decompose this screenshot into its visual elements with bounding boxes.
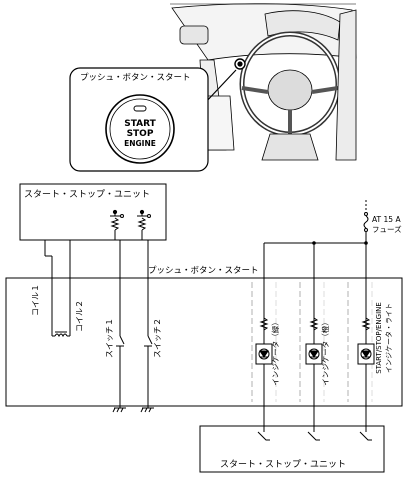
coil2-label: コイル２ [75,300,84,332]
top-unit-label: スタート・ストップ・ユニット [24,189,150,200]
button-text-engine: ENGINE [124,139,156,148]
push-button-start-label: プッシュ・ボタン・スタート [148,266,259,276]
push-button-start-box [5,277,403,407]
bottom-unit-box [199,425,385,473]
separator-lines [251,282,373,402]
ground-icons [112,407,154,413]
callout-leader [203,69,237,105]
start-indicator-label-1: START/STOP/ENGINE [375,302,383,374]
start-stop-button-icon: START STOP ENGINE [105,94,175,164]
indicator-amber-label: インジケータ（橙） [320,318,330,386]
start-indicator-label-2: インジケータ・ライト [384,303,393,373]
switch2-label: スイッチ２ [153,318,162,358]
fuse-symbol [363,200,369,232]
top-unit-supplies [110,209,151,240]
ground-icon-1 [112,407,126,413]
ground-icon-2 [140,407,154,413]
indicator-green-label: インジケータ（緑） [270,318,280,386]
coil1-label: コイル１ [31,284,40,316]
bottom-unit-label: スタート・ストップ・ユニット [220,459,346,470]
button-text-stop: STOP [127,129,154,139]
fuse-label: フューズ [372,224,402,234]
indicator-amber-symbol [305,317,323,365]
button-text-start: START [124,119,156,129]
callout-title: プッシュ・ボタン・スタート [80,73,191,83]
bottom-unit-switches [257,426,372,441]
switch1-label: スイッチ１ [105,318,114,358]
start-indicator-symbol [357,317,375,365]
indicator-green-symbol [255,317,273,365]
fuse-rating: AT 15 A [372,215,401,224]
junction-dots [312,241,368,245]
